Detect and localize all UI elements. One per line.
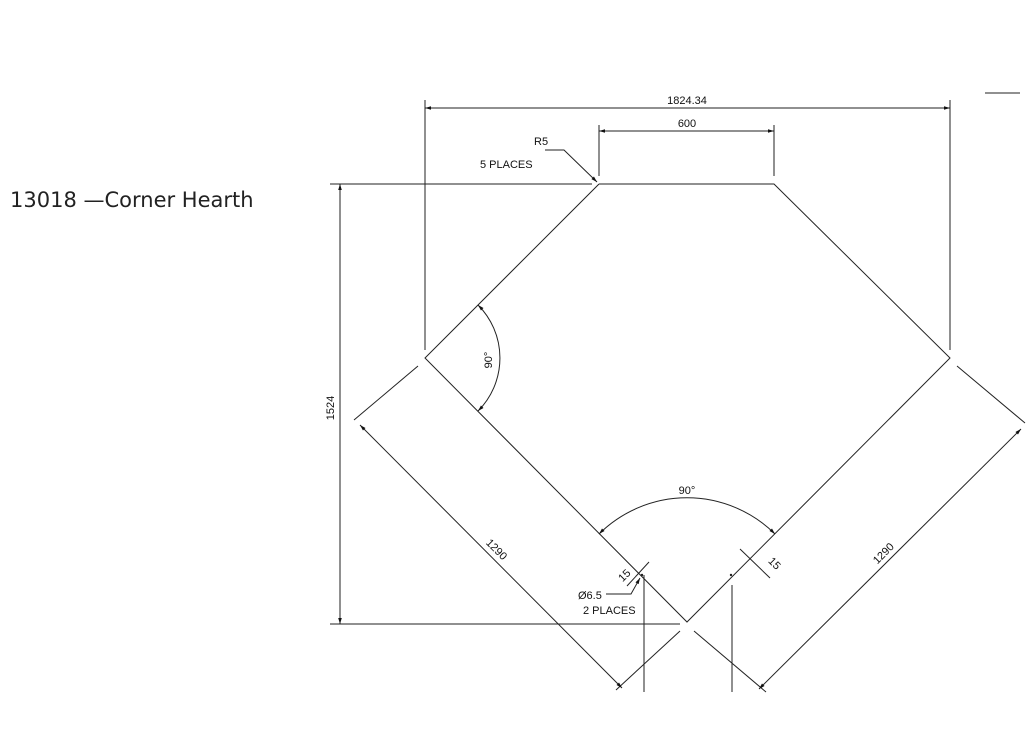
- hole-offset-right-dim: [739, 548, 771, 579]
- hole-offset-right-label: 15: [766, 555, 783, 572]
- extension-line: [956, 365, 1026, 424]
- hole-leader: [606, 577, 641, 595]
- dim-left-side: [359, 424, 623, 689]
- dim-overall-width-label: 1824.34: [667, 95, 707, 107]
- angle-left-label: 90°: [483, 352, 495, 369]
- hole-count-label: 2 PLACES: [583, 605, 636, 617]
- hole-mark: [729, 573, 733, 577]
- dim-height-label: 1524: [325, 396, 337, 420]
- radius-leader: [545, 149, 598, 183]
- dim-top-edge-label: 600: [678, 118, 696, 130]
- radius-count-label: 5 PLACES: [480, 159, 533, 171]
- drawing-title: 13018 —Corner Hearth: [10, 188, 254, 212]
- dim-left-side-label: 1290: [483, 537, 509, 563]
- hole-mark: [640, 573, 644, 577]
- extension-line: [615, 630, 681, 691]
- angle-bottom-arc: [598, 497, 776, 535]
- angle-bottom-label: 90°: [679, 485, 696, 497]
- extension-line: [353, 365, 419, 421]
- radius-label: R5: [534, 136, 548, 148]
- hole-diameter-label: Ø6.5: [578, 590, 602, 602]
- hole-offset-left-dim: [626, 561, 650, 587]
- extension-line: [693, 630, 767, 693]
- angle-left-arc: [477, 304, 501, 412]
- dim-right-side: [758, 428, 1022, 690]
- dim-right-side-label: 1290: [871, 541, 897, 567]
